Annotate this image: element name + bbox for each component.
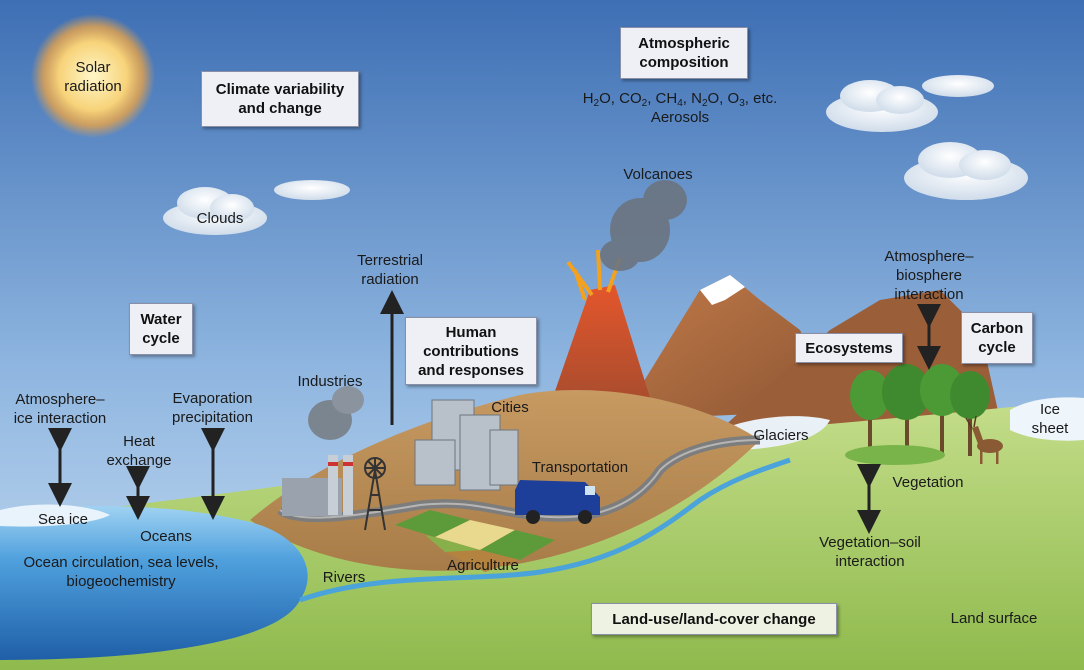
volcano-smoke-icon xyxy=(600,180,687,271)
industries-label: Industries xyxy=(297,373,363,390)
vegetation-label: Vegetation xyxy=(892,474,964,491)
land-surface-label: Land surface xyxy=(950,610,1038,627)
atmospheric-composition-box: Atmospheric composition xyxy=(620,27,748,79)
agriculture-fields-icon xyxy=(395,510,555,572)
transportation-label: Transportation xyxy=(531,459,629,476)
aerosols-label: Aerosols xyxy=(650,109,710,126)
atmosphere-ice-label: Atmosphere–ice interaction xyxy=(13,391,107,427)
cities-label: Cities xyxy=(491,399,529,416)
gases-label: H2O, CO2, CH4, N2O, O3, etc. xyxy=(582,90,778,109)
factory-icon xyxy=(282,386,364,516)
van-icon xyxy=(515,480,600,524)
human-contributions-box: Human contributions and responses xyxy=(405,317,537,385)
glaciers-label: Glaciers xyxy=(753,427,809,444)
volcanoes-label: Volcanoes xyxy=(623,166,693,183)
oceans-label: Oceans xyxy=(140,528,192,545)
forest-trees-icon xyxy=(845,364,990,465)
sea-ice-label: Sea ice xyxy=(37,511,89,528)
clouds-label: Clouds xyxy=(196,210,244,227)
rivers-label: Rivers xyxy=(322,569,366,586)
climate-variability-box: Climate variability and change xyxy=(201,71,359,127)
agriculture-label: Agriculture xyxy=(447,557,519,574)
city-buildings-icon xyxy=(414,399,519,491)
ecosystems-box: Ecosystems xyxy=(795,333,903,363)
sun-icon xyxy=(31,14,155,138)
windmill-icon xyxy=(364,457,386,531)
ocean-circulation-label: Ocean circulation, sea levels,biogeochem… xyxy=(23,554,219,590)
land-use-box: Land-use/land-cover change xyxy=(591,603,837,635)
water-cycle-box: Water cycle xyxy=(129,303,193,355)
cloud-icon xyxy=(163,75,1028,235)
carbon-cycle-box: Carbon cycle xyxy=(961,312,1033,364)
deer-icon xyxy=(965,415,1003,464)
